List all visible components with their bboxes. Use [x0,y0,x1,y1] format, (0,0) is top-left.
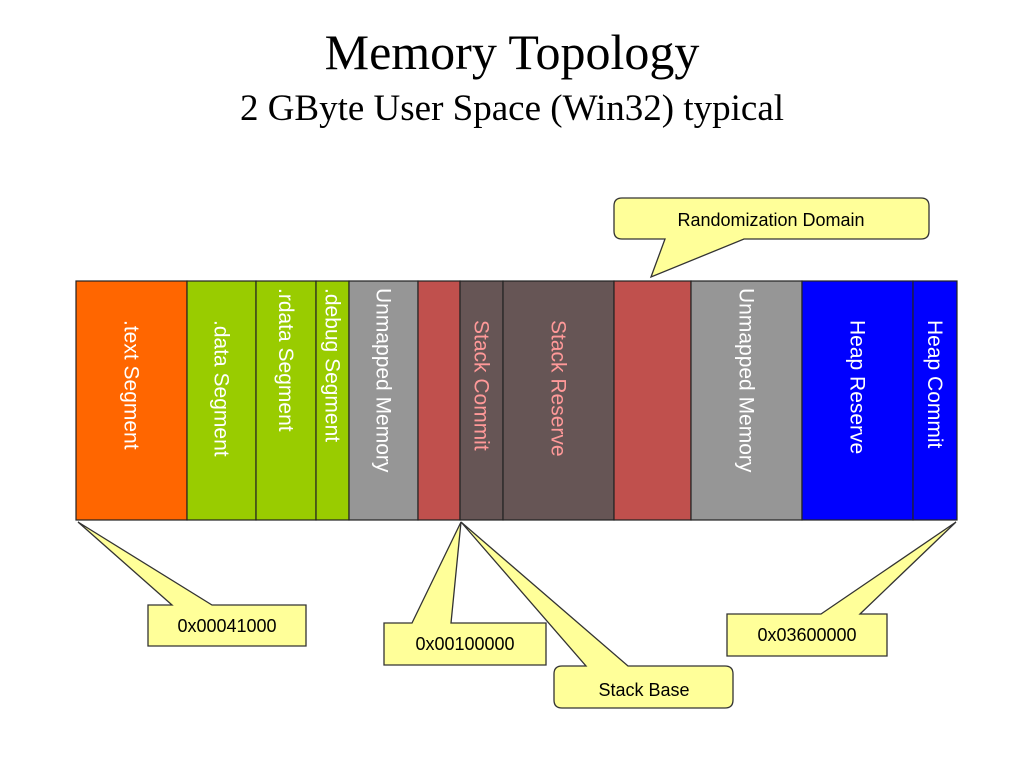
callout-stack-base: Stack Base [460,521,734,709]
segment-randomization-gap [613,280,692,521]
segment-label: Stack Commit [470,320,493,451]
callout-text-start-label: 0x00041000 [177,616,276,636]
callout-stack-address: 0x00100000 [383,521,547,666]
segment-heap-commit [912,280,958,521]
diagram-title: Memory Topology [324,24,700,80]
segment-label: .data Segment [210,320,233,457]
segment-stack-commit [459,280,504,521]
callout-stack-base-shape [460,521,734,709]
callout-stack-address-label: 0x00100000 [415,634,514,654]
callout-heap-address: 0x03600000 [726,521,957,657]
segment-label: .debug Segment [321,288,344,442]
segment-debug-segment [315,280,350,521]
callout-heap-address-shape [726,521,957,657]
callout-randomization-domain: Randomization Domain [613,197,930,279]
segment-label: .text Segment [120,320,143,450]
segment-label: Heap Reserve [846,320,869,454]
callout-randomization-shape [613,197,930,279]
segment-text-segment [75,280,188,521]
segment-label: Heap Commit [923,320,946,449]
memory-segments: .text Segment .data Segment .rdata Segment… [75,280,958,521]
segment-unmapped-memory [348,280,419,521]
callout-text-start-shape [77,521,307,647]
segment-label: Unmapped Memory [735,288,758,473]
callout-stack-address-shape [383,521,547,666]
segment-label: .rdata Segment [274,288,297,432]
segment-randomization-gap [417,280,461,521]
callout-randomization-label: Randomization Domain [677,210,864,230]
callout-heap-address-label: 0x03600000 [757,625,856,645]
segment-label: Unmapped Memory [372,288,395,473]
callout-stack-base-label: Stack Base [598,680,689,700]
segment-stack-reserve [502,280,615,521]
segment-heap-reserve [801,280,914,521]
segment-label: Stack Reserve [547,320,570,457]
segment-unmapped-memory [690,280,803,521]
callout-text-start-address: 0x00041000 [77,521,307,647]
diagram-subtitle: 2 GByte User Space (Win32) typical [239,88,785,129]
